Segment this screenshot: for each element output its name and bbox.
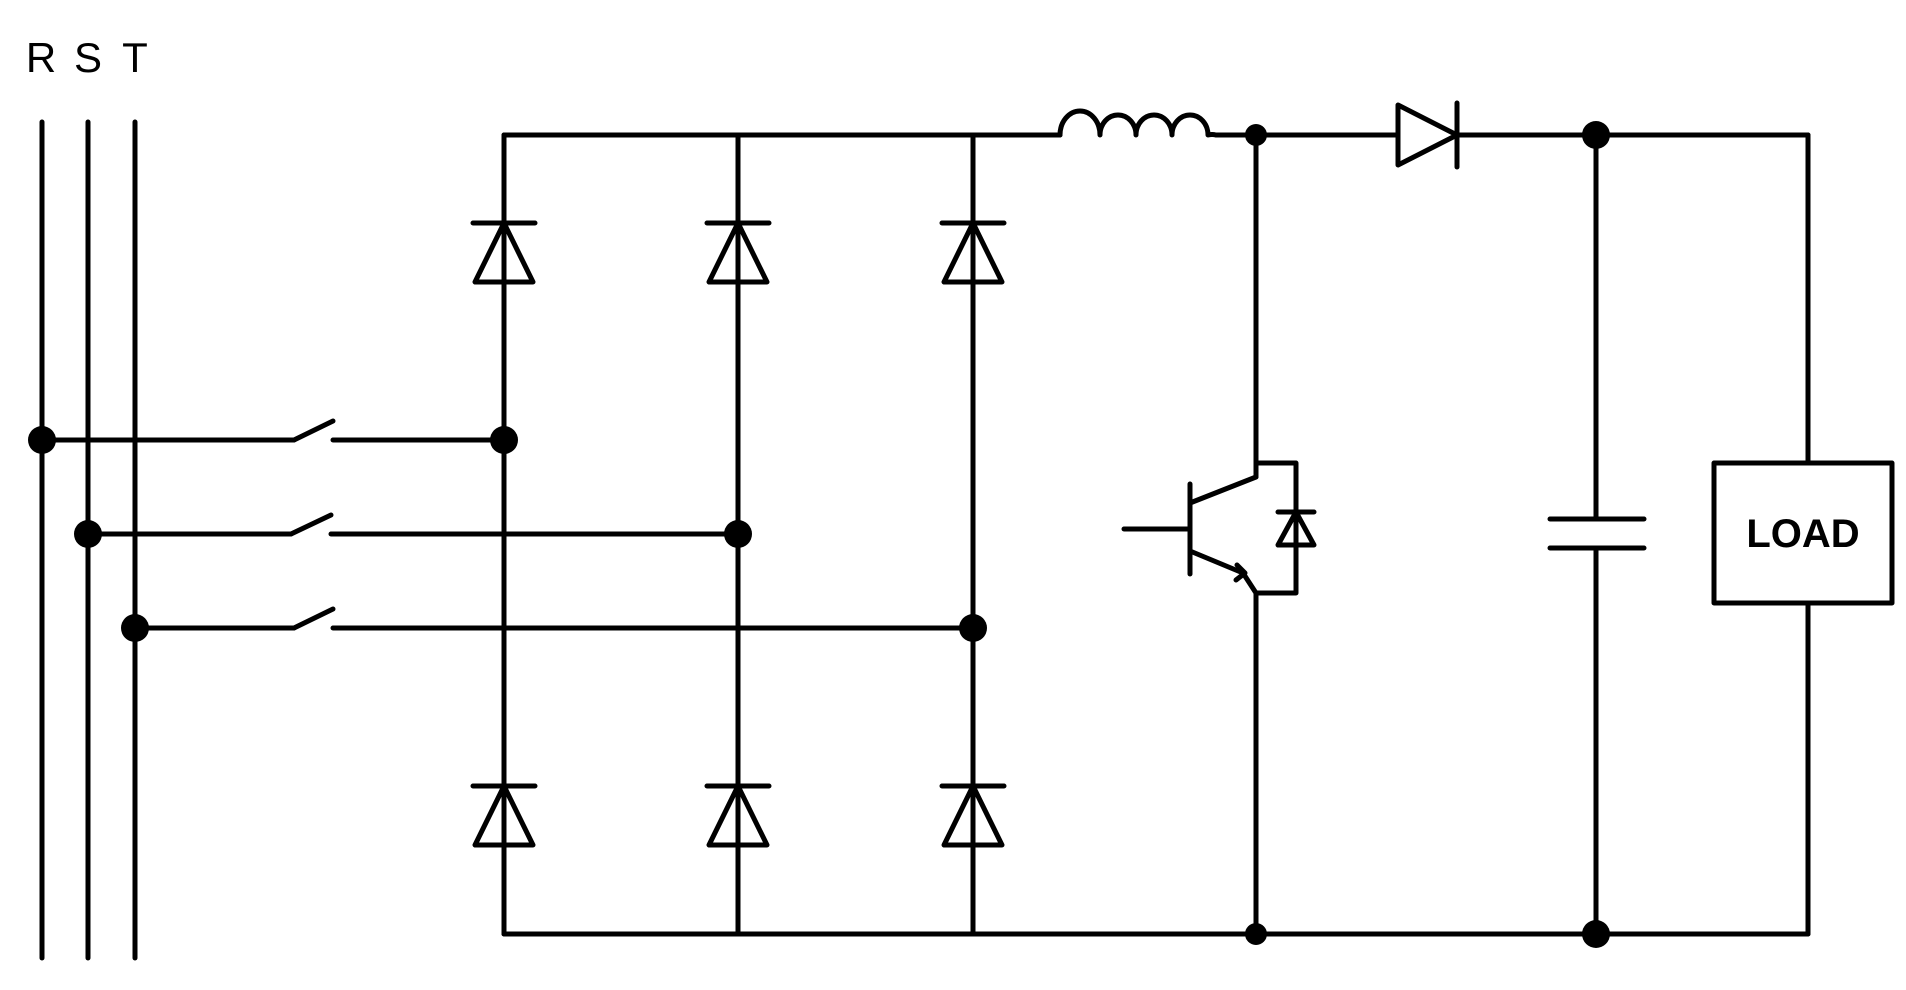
- load-box: [1711, 460, 1895, 606]
- boost-diode: [1395, 100, 1460, 170]
- junction-leg-1: [490, 426, 518, 454]
- diode-lower-3: [939, 783, 1007, 848]
- junction-cap-top: [1582, 121, 1610, 149]
- junction-switch-bottom: [1245, 923, 1267, 945]
- junction-switch-top: [1245, 124, 1267, 146]
- phase-label-s: S: [74, 34, 102, 81]
- diode-upper-1: [470, 220, 538, 285]
- switch-s-blade: [288, 512, 334, 537]
- diode-upper-2: [704, 220, 772, 285]
- load-label: LOAD: [1746, 512, 1859, 556]
- inductor: [1057, 108, 1219, 138]
- diode-lower-2: [704, 783, 772, 848]
- switch-t-blade: [291, 606, 336, 631]
- junction-cap-bottom: [1582, 920, 1610, 948]
- igbt-freewheel-diode: [1253, 460, 1317, 596]
- junction-r-feed: [28, 426, 56, 454]
- igbt-transistor: [1121, 474, 1259, 596]
- junction-s-feed: [74, 520, 102, 548]
- junction-t-feed: [121, 614, 149, 642]
- dc-link-capacitor: [1547, 516, 1647, 551]
- phase-s-feeder: [85, 512, 741, 537]
- phase-label-t: T: [122, 34, 148, 81]
- diode-lower-1: [470, 783, 538, 848]
- phase-label-r: R: [26, 34, 56, 81]
- phase-t-feeder: [132, 606, 976, 631]
- junction-leg-2: [724, 520, 752, 548]
- diode-upper-3: [939, 220, 1007, 285]
- phase-r-feeder: [39, 418, 507, 443]
- switch-r-blade: [291, 418, 336, 443]
- junction-leg-3: [959, 614, 987, 642]
